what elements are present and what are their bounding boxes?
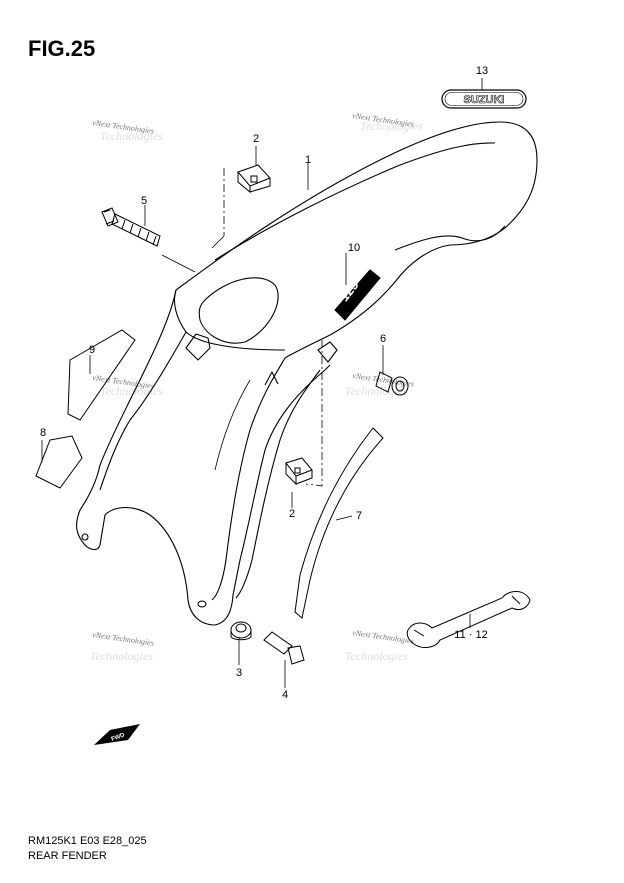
bolt-part-6: [375, 371, 409, 396]
fwd-text: FWD: [111, 732, 127, 743]
callout-2-lower: 2: [289, 508, 295, 520]
fwd-arrow-icon: FWD: [94, 724, 140, 745]
watermark-ghost: Technologies: [360, 119, 423, 133]
emblem-text: SUZUKI: [464, 94, 505, 106]
callout-4: 4: [282, 689, 288, 701]
watermark-ghost: Technologies: [345, 649, 408, 663]
plate-part-9: [67, 329, 136, 421]
callout-5: 5: [141, 195, 147, 207]
watermark-group: Technologies vNext Technologies Technolo…: [90, 111, 423, 663]
rear-fender: [76, 121, 538, 626]
strip-part-7: [294, 427, 384, 619]
figure-caption: REAR FENDER: [28, 850, 107, 862]
bolt-part-4: [263, 631, 305, 665]
leader-lines: [41, 78, 483, 688]
callout-1: 1: [305, 154, 311, 166]
washer-part-3: [230, 621, 252, 641]
callouts: 13 2 1 5 10 6 9 8 2 7 11 · 12 3 4: [40, 65, 488, 701]
callout-7: 7: [356, 510, 362, 522]
callout-6: 6: [380, 333, 386, 345]
watermark-ghost: Technologies: [100, 384, 163, 398]
nut-part-2-lower: [285, 457, 313, 486]
watermark-ghost: Technologies: [90, 649, 153, 663]
suzuki-emblem: SUZUKI: [441, 89, 527, 109]
callout-2-upper: 2: [253, 133, 259, 145]
decal-125: 125: [334, 269, 381, 321]
watermark: vNext Technologies: [352, 628, 415, 646]
plate-part-8: [35, 435, 83, 489]
nut-part-2-upper: [237, 164, 271, 194]
figure-title: FIG.25: [28, 36, 96, 61]
watermark-ghost: Technologies: [100, 129, 163, 143]
model-code: RM125K1 E03 E28_025: [28, 835, 147, 847]
callout-9: 9: [89, 344, 95, 356]
callout-11-12: 10: [348, 242, 360, 254]
callout-3: 3: [236, 667, 242, 679]
callout-8: 8: [40, 427, 46, 439]
callout-13: 13: [476, 65, 488, 77]
tool-part-10: [406, 591, 531, 648]
callout-10: 11 · 12: [454, 629, 487, 641]
bolt-part-5: [101, 207, 161, 247]
watermark: vNext Technologies: [92, 630, 155, 648]
